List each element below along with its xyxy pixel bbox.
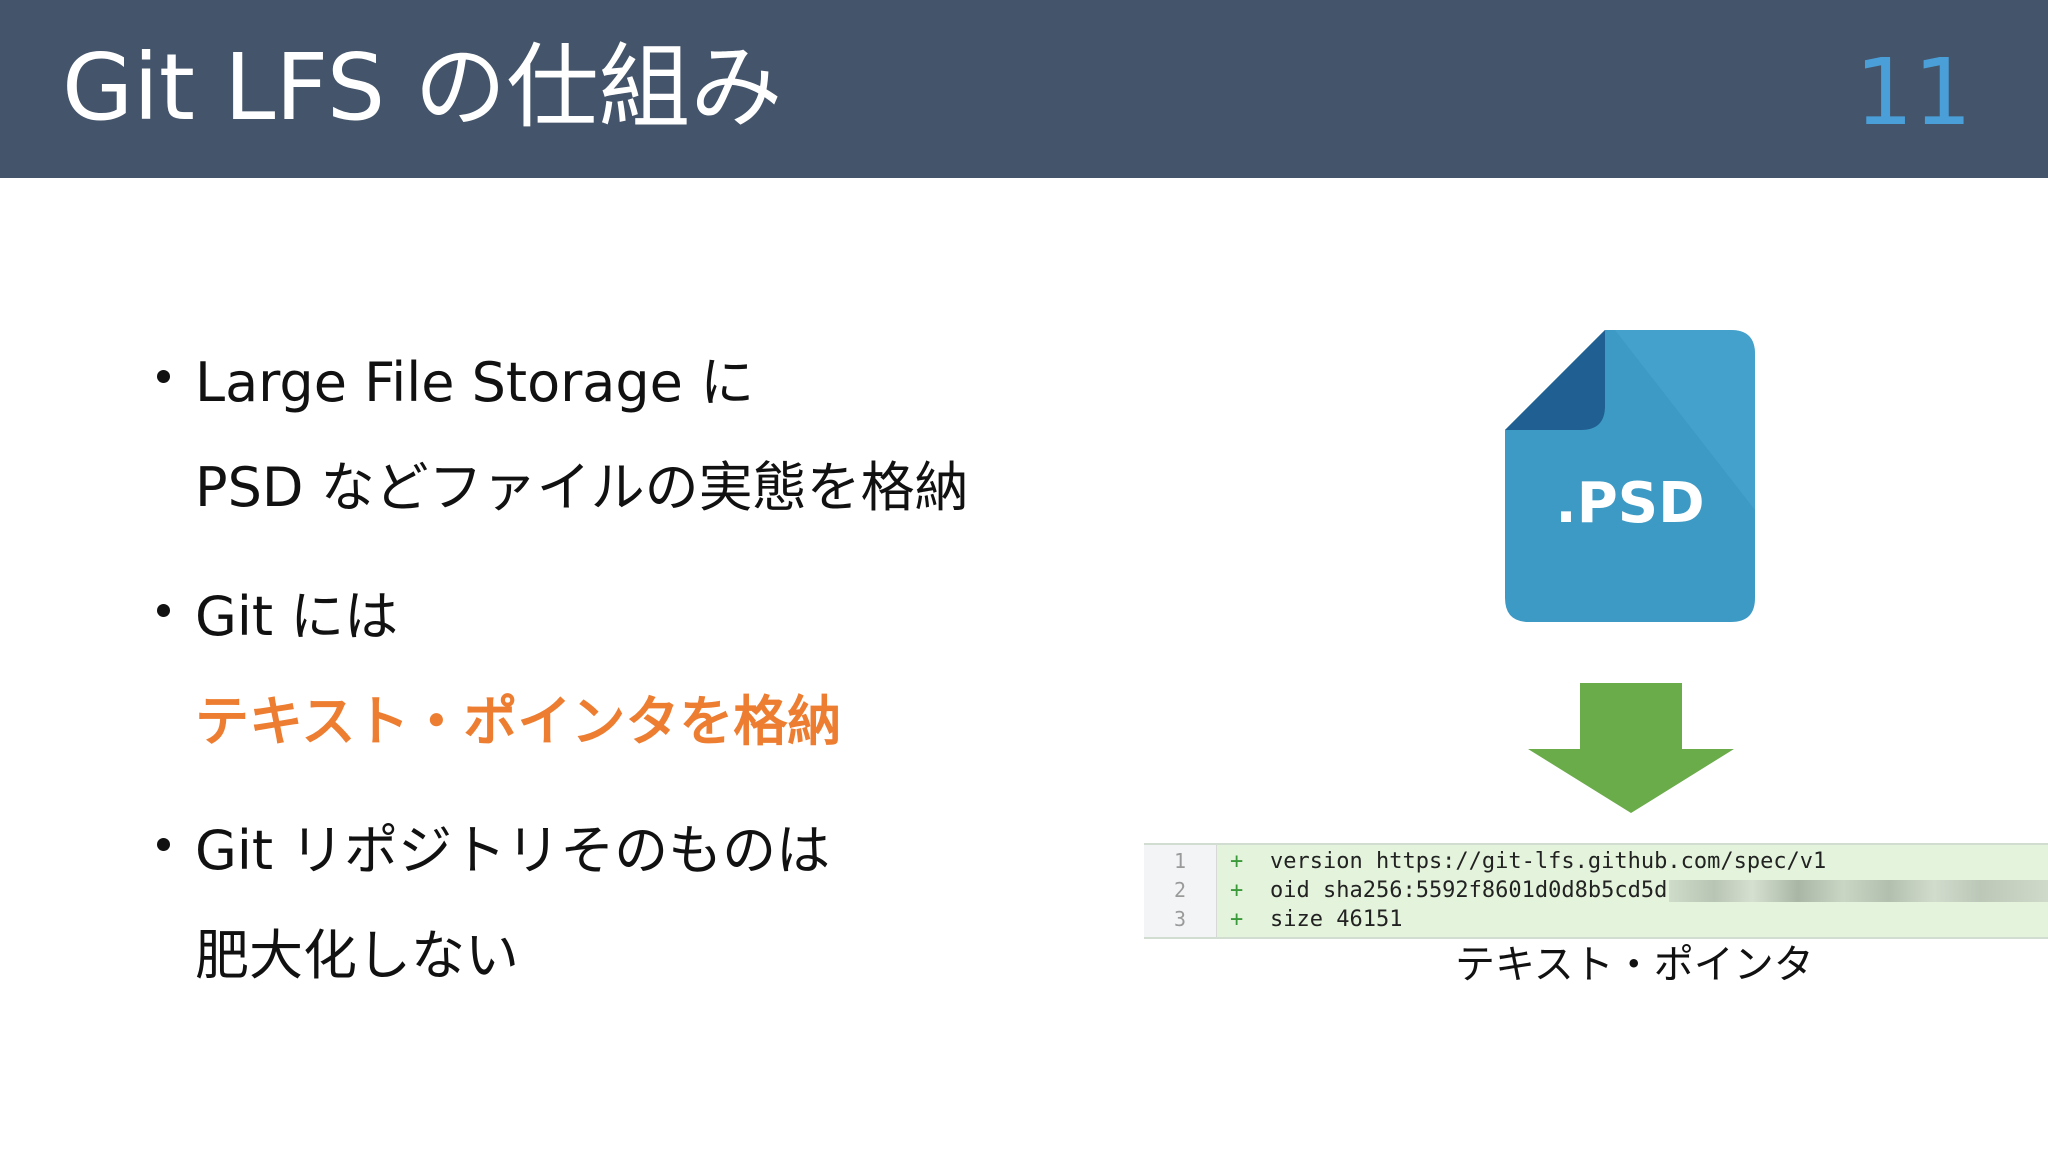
bullet-highlight-text: テキスト・ポインタを格納 [195,690,842,753]
bullet-text: PSD などファイルの実態を格納 [195,456,969,519]
text-pointer-code: 1 + version https://git-lfs.github.com/s… [1144,843,2048,939]
added-marker: + [1230,878,1244,903]
redacted-blur [1669,880,2048,902]
slide-title: Git LFS の仕組み [62,34,783,141]
text-pointer-caption: テキスト・ポインタ [1455,942,1814,988]
bullet-item: Git リポジトリそのものは 肥大化しない [155,798,1075,1008]
line-number: 2 [1173,878,1186,902]
bullet-text: Git リポジトリそのものは [195,819,831,882]
code-text: size 46151 [1270,907,1403,932]
added-marker: + [1230,907,1244,932]
psd-label: .PSD [1555,471,1704,536]
bullet-dot-icon [157,604,170,617]
code-text: oid sha256:5592f8601d0d8b5cd5d [1270,878,1668,903]
line-number-gutter [1144,845,1217,937]
arrow-down-icon [1528,683,1734,813]
bullet-text: Large File Storage に [195,351,755,414]
page-number: 11 [1854,39,1972,146]
bullet-item: Large File Storage に PSD などファイルの実態を格納 [155,330,1075,540]
line-number: 3 [1173,907,1186,931]
bullet-item: Git には テキスト・ポインタを格納 [155,564,1075,774]
psd-file-icon: .PSD [1505,330,1755,622]
bullet-list: Large File Storage に PSD などファイルの実態を格納 Gi… [155,330,1075,1032]
bullet-dot-icon [157,370,170,383]
added-marker: + [1230,849,1244,874]
line-number: 1 [1173,849,1186,873]
slide-header: Git LFS の仕組み 11 [0,0,2048,178]
bullet-text: 肥大化しない [195,924,519,987]
code-text: version https://git-lfs.github.com/spec/… [1270,849,1827,874]
bullet-dot-icon [157,838,170,851]
code-line: 2 + oid sha256:5592f8601d0d8b5cd5d [1144,876,2048,905]
bullet-text: Git には [195,585,399,648]
